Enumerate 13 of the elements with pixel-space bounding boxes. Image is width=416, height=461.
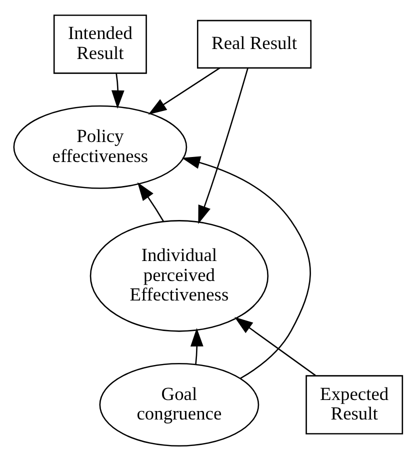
node-box: Intended Result <box>53 14 147 74</box>
node-box: Real Result <box>196 20 312 69</box>
node-box: Expected Result <box>306 375 404 434</box>
arrow <box>198 68 248 224</box>
node-ellipse: Policy effectiveness <box>13 105 188 189</box>
node-ellipse: Individual perceived Effectiveness <box>90 220 269 332</box>
arrow <box>148 68 220 115</box>
node-ellipse: Goal congruence <box>99 362 260 447</box>
arrow <box>111 73 124 109</box>
arrow <box>182 156 311 380</box>
arrow <box>190 328 204 365</box>
arrow <box>234 317 316 376</box>
arrow <box>137 182 164 222</box>
